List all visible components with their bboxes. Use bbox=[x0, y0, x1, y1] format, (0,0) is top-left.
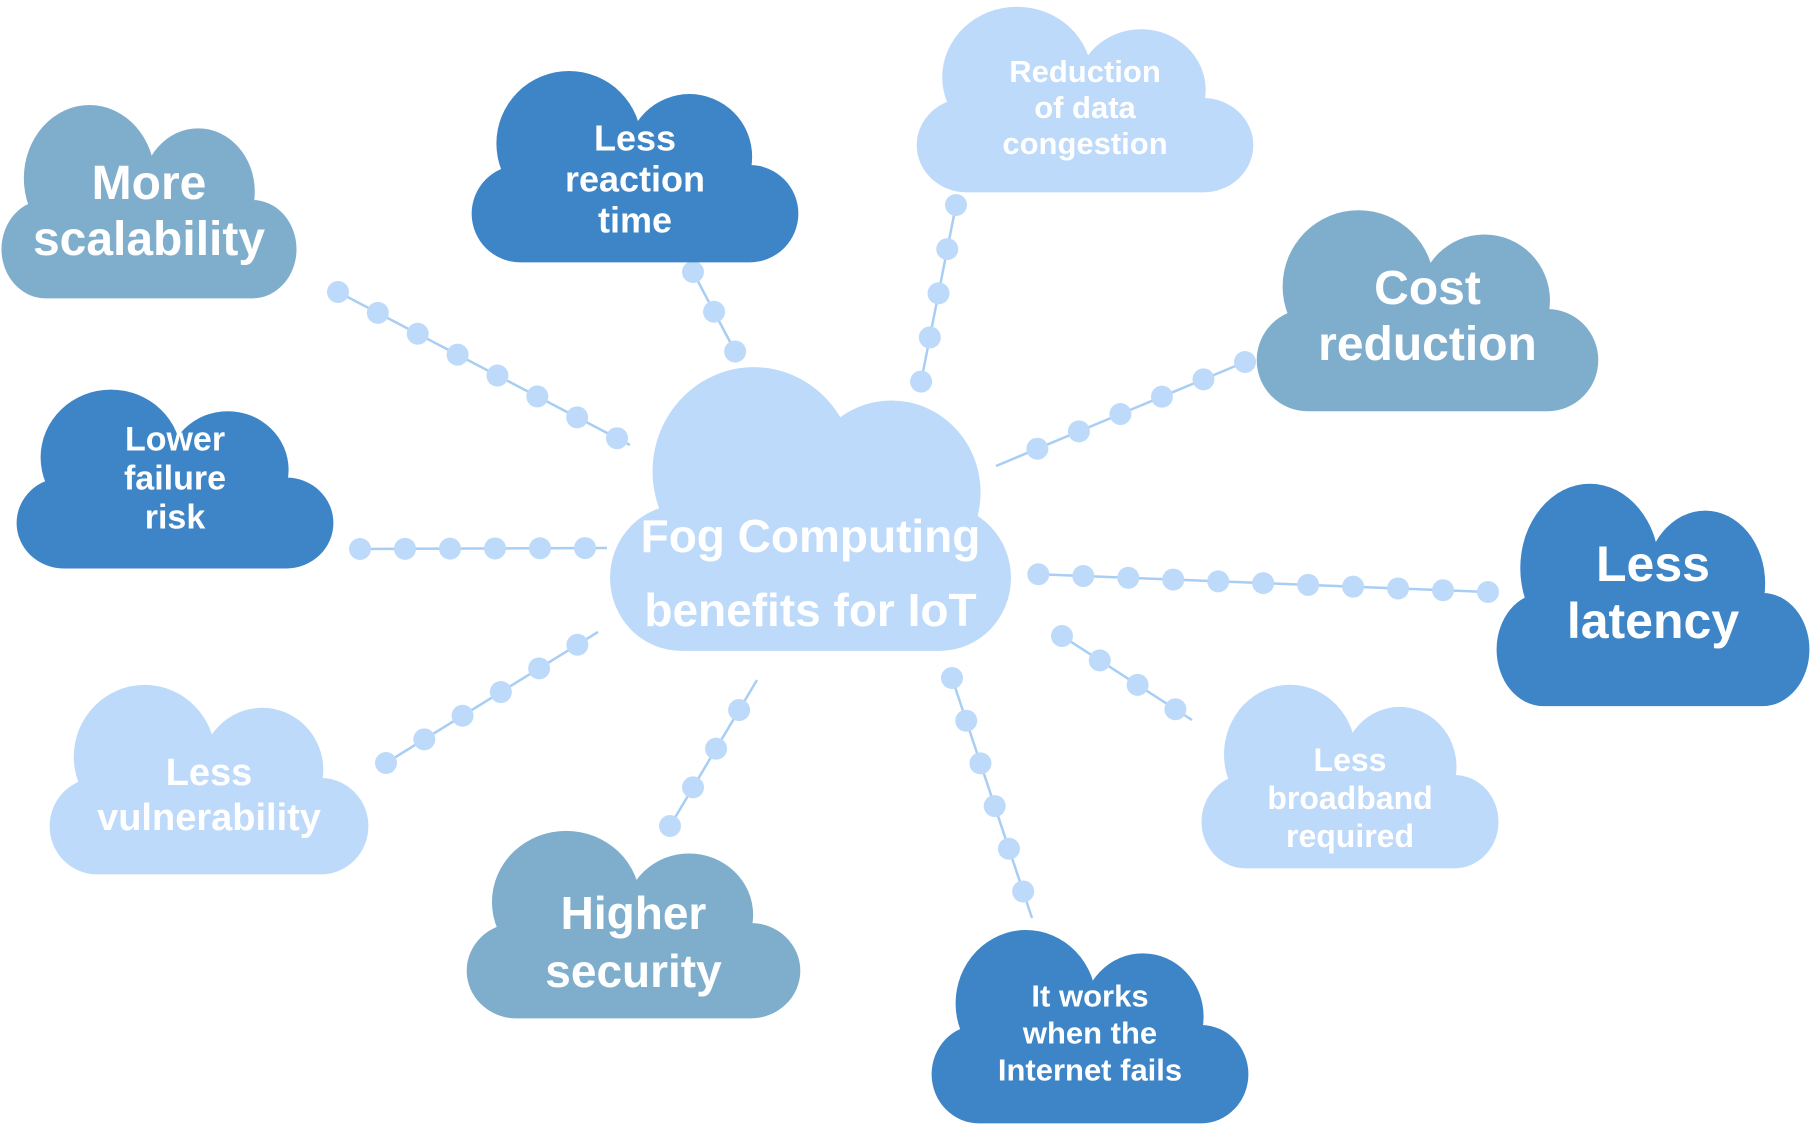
cloud-center-label: Fog Computing benefits for IoT bbox=[608, 499, 1013, 647]
cloud-less-vulnerability: Less vulnerability bbox=[48, 680, 370, 876]
cloud-shape bbox=[1496, 483, 1810, 707]
cloud-more-scalability: More scalability bbox=[0, 100, 298, 300]
cloud-label-line: reduction bbox=[1318, 318, 1537, 372]
cloud-shape bbox=[16, 389, 334, 569]
cloud-label-line: reaction bbox=[564, 158, 706, 200]
cloud-label-line: time bbox=[597, 199, 673, 241]
cloud-center-line: benefits for IoT bbox=[644, 584, 977, 637]
connector-higher-security bbox=[659, 669, 768, 837]
cloud-label-line: Less bbox=[165, 751, 253, 794]
cloud-less-reaction-time: Less reaction time bbox=[470, 66, 800, 264]
connector-less-vulnerability bbox=[375, 621, 609, 774]
cloud-label-line: Lower bbox=[124, 420, 226, 459]
cloud-label-line: congestion bbox=[1002, 125, 1168, 161]
cloud-label-line: of data bbox=[1034, 89, 1136, 125]
connector-more-scalability bbox=[327, 281, 641, 456]
cloud-label: Less reaction time bbox=[470, 117, 800, 240]
cloud-shape bbox=[916, 6, 1254, 193]
cloud-label-line: Higher bbox=[560, 887, 707, 940]
cloud-label-line: Less bbox=[1313, 741, 1387, 778]
cloud-shape bbox=[1201, 684, 1499, 869]
cloud-shape bbox=[1256, 210, 1599, 412]
cloud-label-line: Cost bbox=[1374, 262, 1481, 316]
connector-cost-reduction bbox=[985, 351, 1256, 477]
cloud-center-fog-computing: Fog Computing benefits for IoT bbox=[608, 363, 1013, 655]
cloud-higher-security: Higher security bbox=[465, 826, 802, 1020]
cloud-label: Less latency bbox=[1495, 536, 1811, 650]
cloud-label: More scalability bbox=[0, 156, 298, 268]
cloud-lower-failure-risk: Lower failure risk bbox=[15, 385, 335, 570]
cloud-label-line: risk bbox=[144, 498, 206, 537]
cloud-label-line: vulnerability bbox=[97, 796, 321, 839]
cloud-shape bbox=[610, 367, 1011, 651]
connector-lower-failure-risk bbox=[349, 537, 618, 560]
cloud-label: Reduction of data congestion bbox=[915, 54, 1255, 162]
connector-it-works-when-the-internet-fails bbox=[941, 667, 1043, 929]
cloud-center-line: Fog Computing bbox=[640, 510, 981, 563]
cloud-label-line: scalability bbox=[32, 213, 266, 266]
connector-reduction-of-data-congestion bbox=[910, 194, 967, 393]
connector-less-latency bbox=[1021, 563, 1499, 603]
cloud-label-line: broadband bbox=[1267, 779, 1433, 816]
cloud-less-latency: Less latency bbox=[1495, 478, 1811, 708]
cloud-less-broadband-required: Less broadband required bbox=[1200, 680, 1500, 870]
cloud-label-line: when the bbox=[1022, 1015, 1158, 1051]
cloud-label-line: required bbox=[1285, 817, 1415, 854]
cloud-shape bbox=[466, 830, 801, 1019]
cloud-it-works-when-the-internet-fails: It works when the Internet fails bbox=[930, 925, 1250, 1125]
connector-less-broadband-required bbox=[1051, 625, 1203, 731]
cloud-shape bbox=[49, 684, 369, 875]
cloud-label-line: Reduction bbox=[1009, 53, 1161, 89]
cloud-label-line: It works bbox=[1031, 978, 1149, 1014]
connector-less-reaction-time bbox=[682, 261, 748, 366]
cloud-label-line: More bbox=[91, 157, 207, 210]
cloud-label: Less broadband required bbox=[1200, 741, 1500, 855]
cloud-label: Cost reduction bbox=[1255, 261, 1600, 373]
cloud-cost-reduction: Cost reduction bbox=[1255, 205, 1600, 413]
cloud-label-line: Internet fails bbox=[997, 1052, 1183, 1088]
cloud-label-line: Less bbox=[593, 117, 677, 159]
cloud-label-line: Less bbox=[1596, 536, 1710, 592]
cloud-label: Less vulnerability bbox=[48, 751, 370, 841]
cloud-label: It works when the Internet fails bbox=[930, 978, 1250, 1089]
cloud-label: Lower failure risk bbox=[15, 421, 335, 538]
cloud-shape bbox=[931, 930, 1249, 1124]
cloud-shape bbox=[471, 70, 799, 263]
cloud-reduction-of-data-congestion: Reduction of data congestion bbox=[915, 2, 1255, 194]
cloud-shape bbox=[1, 105, 297, 299]
cloud-label-line: failure bbox=[123, 459, 227, 498]
cloud-label-line: latency bbox=[1566, 593, 1740, 649]
cloud-label: Higher security bbox=[465, 884, 802, 1000]
cloud-label-line: security bbox=[545, 945, 722, 998]
